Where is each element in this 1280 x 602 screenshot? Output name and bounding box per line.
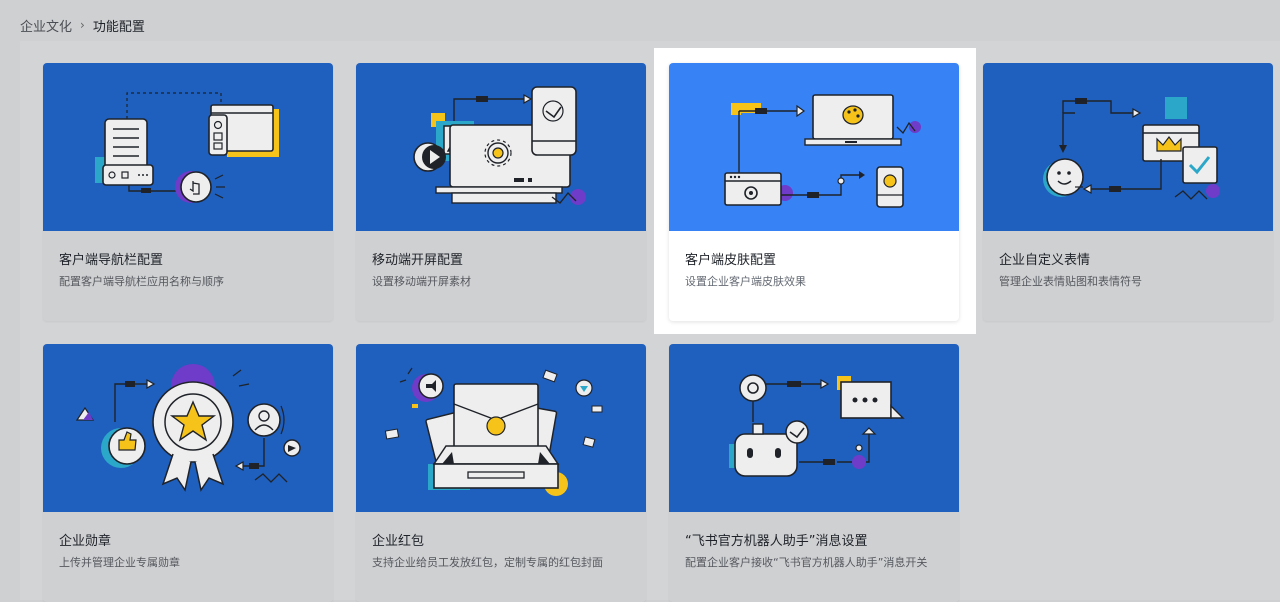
card-description: 配置企业客户接收“飞书官方机器人助手”消息开关: [685, 556, 928, 569]
card-banner: [43, 344, 333, 512]
card-title: 客户端导航栏配置: [59, 253, 164, 268]
card-skin-config[interactable]: 客户端皮肤配置 设置企业客户端皮肤效果: [669, 63, 959, 321]
card-banner: [983, 63, 1273, 231]
card-custom-emoji[interactable]: 企业自定义表情 管理企业表情贴图和表情符号: [983, 63, 1273, 321]
breadcrumb: 企业文化 › 功能配置: [20, 14, 145, 36]
card-title: 移动端开屏配置: [372, 253, 464, 268]
card-description: 设置移动端开屏素材: [372, 275, 471, 288]
breadcrumb-parent-link[interactable]: 企业文化: [20, 19, 73, 35]
card-description: 上传并管理企业专属勋章: [59, 556, 180, 569]
card-splash-config[interactable]: 移动端开屏配置 设置移动端开屏素材: [356, 63, 646, 321]
bot-assistant-illustration: [729, 374, 905, 477]
chevron-right-icon: ›: [80, 18, 85, 32]
card-title: 企业自定义表情: [999, 253, 1091, 268]
splash-screen-illustration: [413, 86, 586, 205]
card-banner: [669, 344, 959, 512]
card-nav-config[interactable]: 客户端导航栏配置 配置客户端导航栏应用名称与顺序: [43, 63, 333, 321]
card-title: “飞书官方机器人助手”消息设置: [685, 534, 868, 549]
card-description: 管理企业表情贴图和表情符号: [999, 275, 1142, 288]
card-title: 企业勋章: [59, 534, 112, 549]
card-title: 企业红包: [372, 534, 425, 549]
card-banner: [356, 344, 646, 512]
card-banner: [669, 63, 959, 231]
navigation-config-illustration: [95, 92, 279, 203]
card-banner: [356, 63, 646, 231]
card-description: 设置企业客户端皮肤效果: [685, 275, 806, 288]
card-description: 支持企业给员工发放红包，定制专属的红包封面: [372, 556, 603, 569]
badge-medal-illustration: [75, 364, 301, 492]
card-banner: [43, 63, 333, 231]
custom-emoji-illustration: [1043, 97, 1220, 200]
card-red-envelope[interactable]: 企业红包 支持企业给员工发放红包，定制专属的红包封面: [356, 344, 646, 602]
card-bot-message-settings[interactable]: “飞书官方机器人助手”消息设置 配置企业客户接收“飞书官方机器人助手”消息开关: [669, 344, 959, 602]
card-title: 客户端皮肤配置: [685, 253, 777, 268]
skin-palette-illustration: [724, 94, 921, 208]
red-envelope-illustration: [384, 367, 603, 496]
card-description: 配置客户端导航栏应用名称与顺序: [59, 275, 224, 288]
card-badge[interactable]: 企业勋章 上传并管理企业专属勋章: [43, 344, 333, 602]
breadcrumb-current: 功能配置: [92, 19, 145, 35]
